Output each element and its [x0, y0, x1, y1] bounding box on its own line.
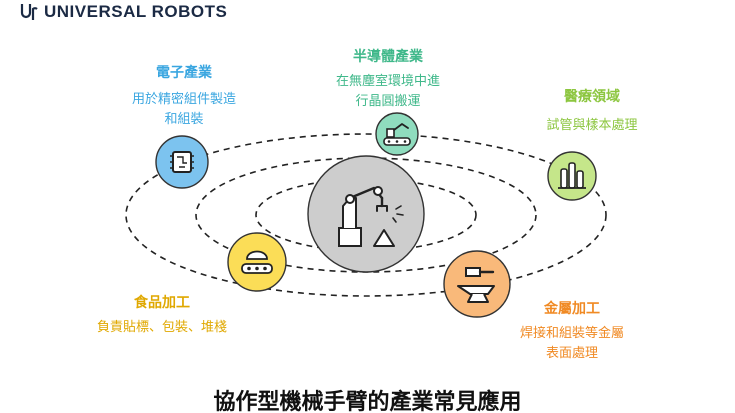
item-food: 食品加工 負責貼標、包裝、堆棧	[62, 292, 262, 338]
item-electronics: 電子產業 用於精密組件製造 和組裝	[84, 62, 284, 130]
diagram-title: 協作型機械手臂的產業常見應用	[213, 390, 522, 413]
item-title: 半導體產業	[353, 49, 423, 65]
item-medical: 醫療領域 試管與樣本處理	[492, 86, 692, 136]
item-title: 電子產業	[156, 65, 212, 81]
orbit-outer	[125, 133, 607, 297]
item-metal: 金屬加工 焊接和組裝等金屬 表面處理	[472, 298, 672, 364]
item-desc-line: 試管與樣本處理	[546, 118, 638, 133]
food-conveyor-icon	[227, 232, 287, 292]
item-desc-line: 負責貼標、包裝、堆棧	[96, 320, 227, 335]
item-desc-line: 和組裝	[164, 112, 204, 127]
item-desc-line: 用於精密組件製造	[131, 92, 236, 107]
brand-logo: UNIVERSAL ROBOTS	[20, 2, 227, 22]
circuit-chip-icon	[155, 135, 209, 189]
robot-arm-icon	[307, 155, 425, 273]
item-semiconductor: 半導體產業 在無塵室環境中進 行晶圓搬運	[278, 46, 498, 112]
ur-logo-icon	[20, 4, 38, 20]
item-title: 食品加工	[134, 295, 190, 311]
test-tubes-icon	[547, 151, 597, 201]
brand-name: UNIVERSAL ROBOTS	[44, 2, 228, 21]
conveyor-robot-icon	[375, 112, 419, 156]
item-desc-line: 行晶圓搬運	[355, 94, 421, 109]
item-title: 金屬加工	[544, 301, 600, 317]
item-desc-line: 焊接和組裝等金屬	[519, 326, 624, 341]
item-title: 醫療領域	[564, 89, 620, 105]
anvil-hammer-icon	[443, 250, 511, 318]
item-desc-line: 在無塵室環境中進	[335, 74, 440, 89]
item-desc-line: 表面處理	[545, 346, 598, 361]
